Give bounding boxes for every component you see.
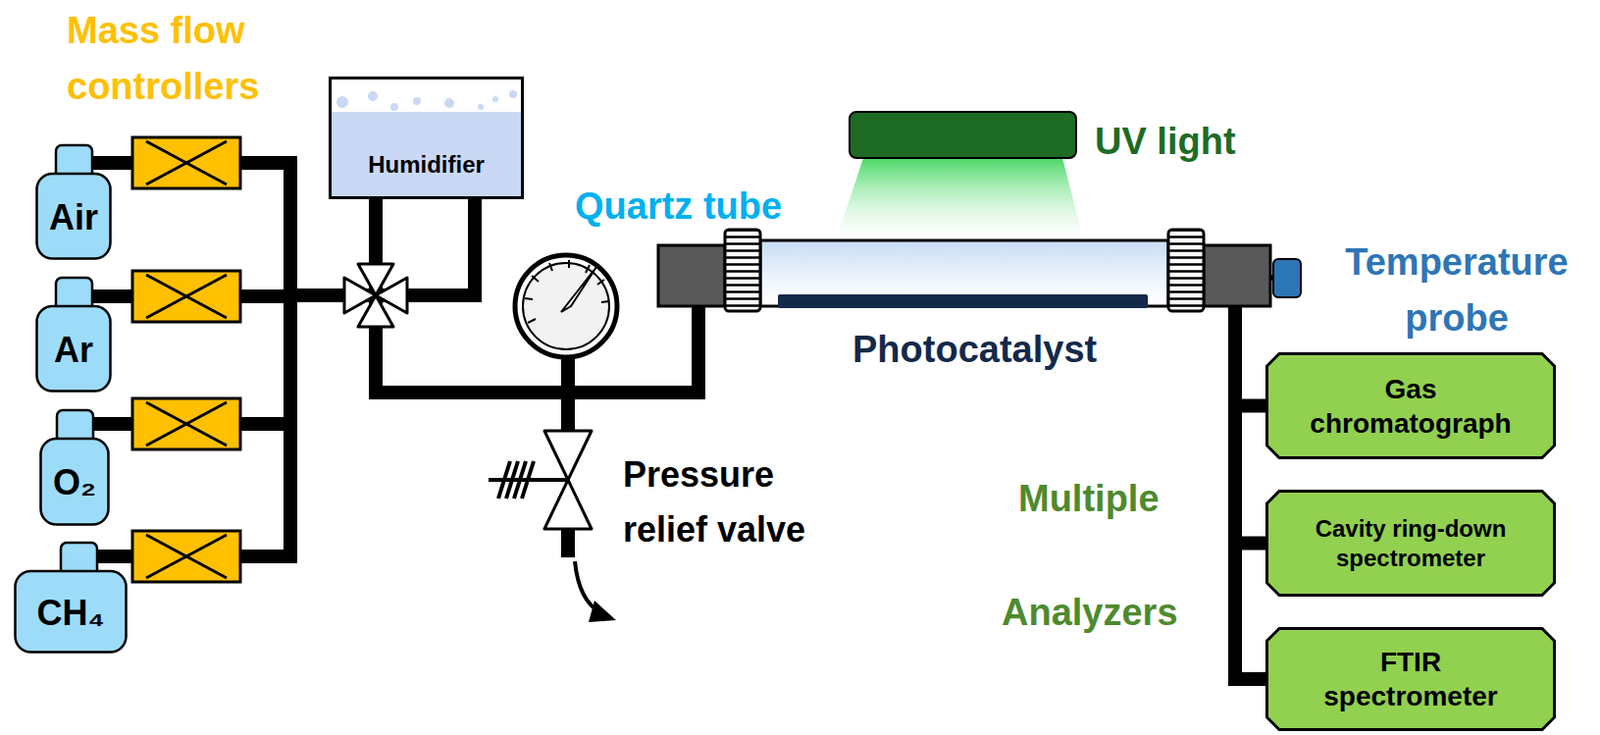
bubble — [412, 97, 421, 105]
end-cap — [1203, 245, 1271, 307]
bubble — [390, 103, 399, 111]
cylinder-body — [37, 173, 111, 259]
end-cap — [658, 245, 725, 307]
uv-glow — [835, 157, 1084, 242]
gas-cylinder: Ar — [35, 275, 112, 393]
bubble — [367, 91, 378, 102]
photocatalyst-bed — [777, 294, 1148, 309]
gas-cylinder: O₂ — [39, 408, 110, 526]
node-label: CH₄ — [36, 590, 104, 635]
bubble — [492, 96, 499, 103]
vent-arrowhead — [588, 600, 617, 622]
analyzer-shape — [1265, 489, 1556, 597]
relief-outlet — [561, 527, 575, 558]
gas-pipe — [375, 199, 1266, 407]
cylinder-body — [15, 570, 127, 653]
bubble — [444, 98, 455, 108]
part-label: Analyzers — [1001, 590, 1218, 636]
node-label: Ar — [53, 327, 94, 372]
part-label: Pressure relief valve — [622, 447, 849, 558]
node-text-area: Humidifier — [328, 145, 524, 185]
part-label: UV light — [1094, 119, 1291, 165]
analyzer-shape — [1265, 352, 1556, 460]
node-text-area: FTIR spectrometer — [1265, 626, 1556, 731]
analyzer-box: Gas chromatograph — [1265, 352, 1556, 460]
tube-fitting — [1168, 229, 1204, 311]
node-label: Air — [49, 195, 99, 240]
node-label: O₂ — [52, 460, 97, 505]
pressure-gauge — [515, 255, 618, 358]
node-label: FTIR spectrometer — [1302, 644, 1519, 714]
analyzer-shape — [1265, 626, 1556, 731]
part-label: Mass flow controllers — [66, 2, 322, 115]
cylinder-body — [41, 438, 109, 525]
node-label: Cavity ring-down spectrometer — [1292, 514, 1529, 573]
humidifier-tank: Humidifier — [328, 76, 524, 200]
part-label: Multiple — [1018, 476, 1215, 522]
analyzer-box: FTIR spectrometer — [1265, 626, 1556, 731]
node-text-area: O₂ — [39, 438, 110, 526]
gas-cylinder: CH₄ — [13, 540, 128, 654]
tube-fitting — [724, 229, 761, 311]
node-label: Humidifier — [367, 150, 485, 180]
mass-flow-controller — [132, 137, 241, 582]
node-text-area: CH₄ — [13, 570, 128, 654]
gas-pipe — [375, 199, 1266, 679]
gauge-stem — [561, 353, 575, 432]
node-text-area: Cavity ring-down spectrometer — [1265, 489, 1556, 597]
water — [331, 111, 521, 197]
cylinder-body — [37, 306, 111, 392]
node-text-area: Ar — [35, 306, 112, 393]
tank-outline — [330, 78, 523, 199]
analyzer-box: Cavity ring-down spectrometer — [1265, 489, 1556, 597]
part-label: Quartz tube — [574, 184, 850, 230]
analyzer-outline — [1267, 628, 1555, 730]
gas-pipe — [127, 199, 376, 557]
humidifier-shape — [328, 76, 524, 200]
relief-spring — [488, 461, 567, 499]
gas-pipe — [375, 199, 1266, 544]
node-text-area: Gas chromatograph — [1265, 352, 1556, 460]
gas-pipe — [109, 199, 376, 424]
manifold-pipe — [283, 155, 298, 564]
bubble — [477, 103, 484, 110]
part-label: Photocatalyst — [852, 327, 1147, 373]
node-text-area: Air — [35, 173, 112, 260]
temperature-probe — [1273, 258, 1301, 298]
node-label: Gas chromatograph — [1297, 371, 1524, 441]
uv-lamp — [849, 111, 1077, 158]
bubble — [509, 90, 517, 99]
bubble — [336, 96, 349, 108]
tank-outline — [330, 78, 523, 199]
gas-cylinder: Air — [35, 143, 112, 260]
part-label: Temperature probe — [1319, 234, 1595, 347]
four-way-valve — [344, 263, 408, 327]
analyzer-outline — [1267, 354, 1555, 459]
analyzer-outline — [1267, 491, 1555, 596]
